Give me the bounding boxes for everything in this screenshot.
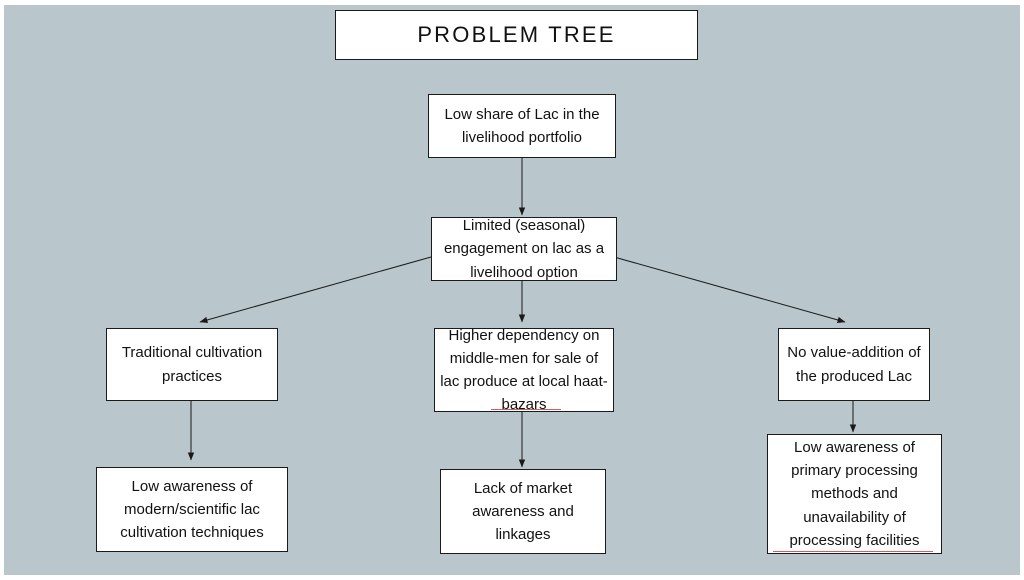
node-leaf-lack-market-awareness: Lack of market awareness and linkages [440,469,606,554]
node-root: Low share of Lac in the livelihood portf… [428,94,616,158]
diagram-title: PROBLEM TREE [335,10,698,60]
node-branch-traditional-cultivation: Traditional cultivation practices [106,328,278,401]
node-core: Limited (seasonal) engagement on lac as … [431,217,617,281]
processing-facilities-underline [773,551,933,552]
diagram-canvas: PROBLEM TREE Low share of Lac in the liv… [4,5,1020,575]
node-branch-middlemen-dependency: Higher dependency on middle-men for sale… [434,327,614,413]
connector-core-branch3 [613,256,846,324]
node-leaf-low-awareness-cultivation: Low awareness of modern/scientific lac c… [96,467,288,552]
node-leaf-low-awareness-processing: Low awareness of primary processing meth… [767,434,942,554]
node-branch-no-value-addition: No value-addition of the produced Lac [778,328,930,401]
haat-bazars-underline [491,409,561,410]
connector-core-branch1 [199,256,432,324]
